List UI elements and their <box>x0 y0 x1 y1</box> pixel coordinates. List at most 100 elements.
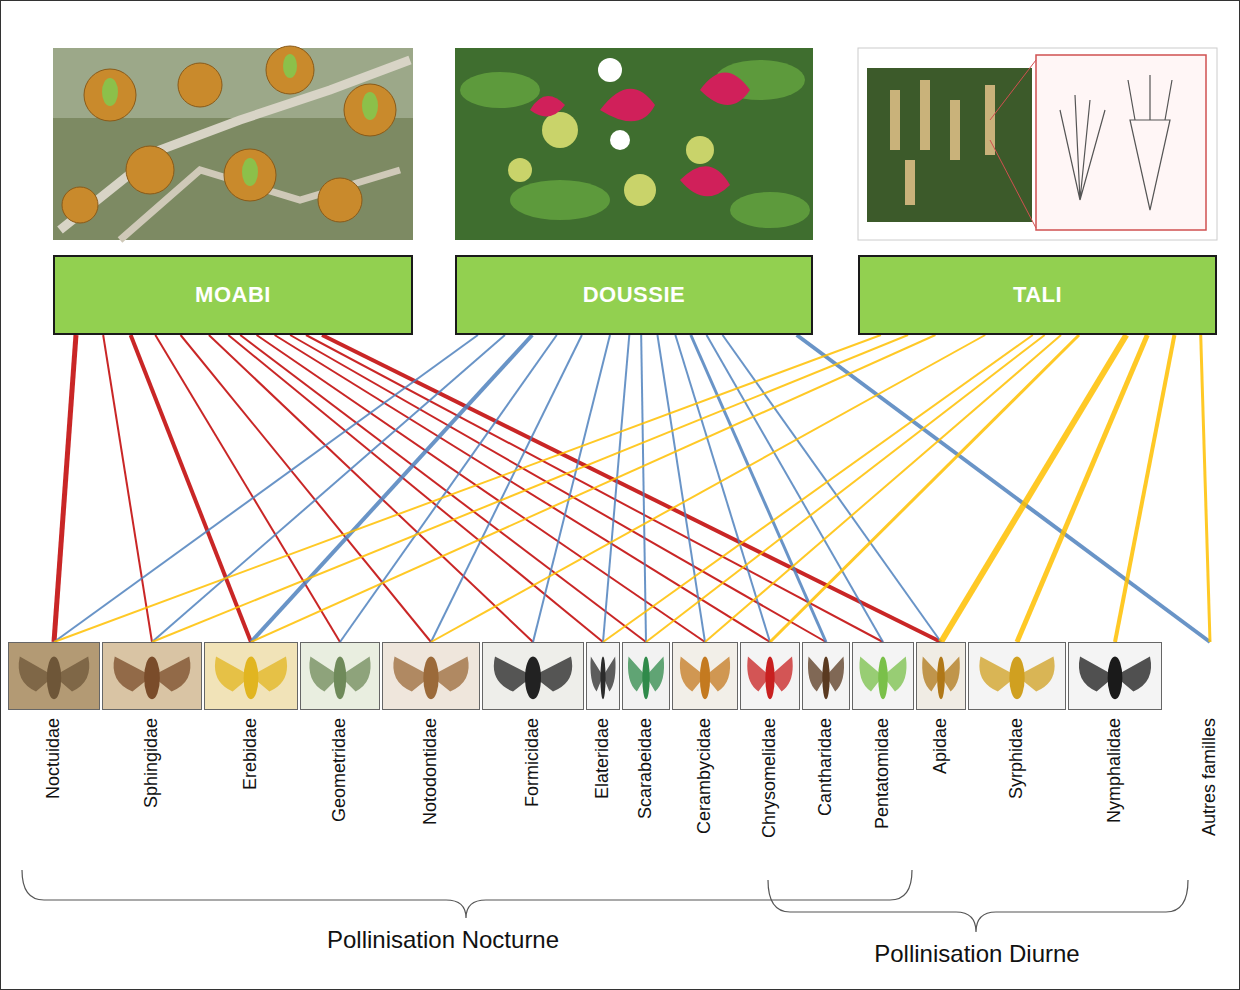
family-name: Noctuidae <box>44 718 64 799</box>
insect-body <box>765 657 774 700</box>
pollination-link <box>155 335 340 642</box>
insect-figure <box>673 643 737 709</box>
insect-family: Autres familles <box>1196 642 1224 836</box>
insect-figure <box>803 643 849 709</box>
family-label-wrap: Chrysomelidae <box>740 718 800 838</box>
pollination-link <box>251 335 532 642</box>
pollination-link <box>131 335 251 642</box>
insect-family: Apidae <box>916 642 966 774</box>
insect-family: Notodontidae <box>382 642 480 825</box>
insect-family: Pentatomidae <box>852 642 914 829</box>
family-name: Elateridae <box>593 718 613 799</box>
family-label-wrap: Cerambycidae <box>672 718 738 834</box>
pollination-link <box>1115 335 1174 642</box>
family-name: Cantharidae <box>816 718 836 816</box>
group-label: Pollinisation Diurne <box>874 940 1079 968</box>
insect-figure <box>9 643 99 709</box>
moabi-photo <box>53 46 413 240</box>
family-label-wrap: Nymphalidae <box>1068 718 1162 823</box>
insect-body <box>700 657 710 700</box>
insect-body <box>642 657 649 700</box>
insect-photo <box>586 642 620 710</box>
insect-photo <box>482 642 584 710</box>
insect-photo <box>672 642 738 710</box>
pollination-link <box>603 335 629 642</box>
doussie-photo <box>455 48 813 240</box>
pollination-link <box>646 335 1045 642</box>
family-name: Chrysomelidae <box>760 718 780 838</box>
insect-family: Cantharidae <box>802 642 850 816</box>
insect-photo <box>740 642 800 710</box>
insect-figure <box>383 643 479 709</box>
insect-figure <box>917 643 965 709</box>
insect-body <box>525 657 541 700</box>
pollination-link <box>431 335 582 642</box>
pollination-link <box>641 335 646 642</box>
insect-photo <box>852 642 914 710</box>
family-name: Nymphalidae <box>1105 718 1125 823</box>
family-label-wrap: Elateridae <box>586 718 620 799</box>
tree-box: MOABI <box>53 255 413 335</box>
insect-figure <box>103 643 201 709</box>
family-name: Sphingidae <box>142 718 162 808</box>
insect-body <box>334 657 346 700</box>
tree-box: DOUSSIE <box>455 255 813 335</box>
family-name: Apidae <box>931 718 951 774</box>
tree-box: TALI <box>858 255 1217 335</box>
family-name: Geometridae <box>330 718 350 822</box>
pollination-link <box>797 335 1210 642</box>
insect-family: Erebidae <box>204 642 298 790</box>
insect-body <box>878 657 888 700</box>
family-name: Syrphidae <box>1007 718 1027 799</box>
family-label-wrap: Notodontidae <box>382 718 480 825</box>
insect-photo <box>802 642 850 710</box>
insect-body <box>600 657 605 700</box>
insect-photo <box>1068 642 1162 710</box>
tali-photo <box>858 48 1217 240</box>
insect-figure <box>623 643 669 709</box>
insect-figure <box>969 643 1065 709</box>
pollination-link <box>941 335 1126 642</box>
family-label-wrap: Sphingidae <box>102 718 202 808</box>
insect-family: Elateridae <box>586 642 620 799</box>
insect-figure <box>483 643 583 709</box>
insect-body <box>47 657 61 700</box>
insect-figure <box>301 643 379 709</box>
family-label-wrap: Noctuidae <box>8 718 100 799</box>
family-label-wrap: Autres familles <box>1196 718 1224 836</box>
pollination-link <box>340 335 557 642</box>
tree-name: DOUSSIE <box>583 282 686 308</box>
insect-photo <box>968 642 1066 710</box>
insect-figure <box>205 643 297 709</box>
family-name: Cerambycidae <box>695 718 715 834</box>
insect-body <box>1009 657 1024 700</box>
group-label: Pollinisation Nocturne <box>327 926 559 954</box>
family-label-wrap: Scarabeidae <box>622 718 670 819</box>
insect-family: Sphingidae <box>102 642 202 808</box>
pollination-link <box>705 335 1061 642</box>
insect-figure <box>853 643 913 709</box>
pollination-link <box>257 335 705 642</box>
insect-figure <box>741 643 799 709</box>
insect-body <box>144 657 160 700</box>
pollination-link <box>152 335 908 642</box>
family-name: Notodontidae <box>421 718 441 825</box>
pollination-link <box>431 335 985 642</box>
pollination-link <box>103 335 152 642</box>
family-label-wrap: Pentatomidae <box>852 718 914 829</box>
insect-photo <box>204 642 298 710</box>
insect-body <box>822 657 829 700</box>
pollination-link <box>251 335 935 642</box>
family-label-wrap: Erebidae <box>204 718 298 790</box>
pollination-link <box>54 335 76 642</box>
insect-photo <box>8 642 100 710</box>
insect-family: Cerambycidae <box>672 642 738 834</box>
insect-family: Nymphalidae <box>1068 642 1162 823</box>
insect-photo <box>916 642 966 710</box>
insect-body <box>423 657 438 700</box>
insect-body <box>1108 657 1123 700</box>
insect-photo <box>102 642 202 710</box>
